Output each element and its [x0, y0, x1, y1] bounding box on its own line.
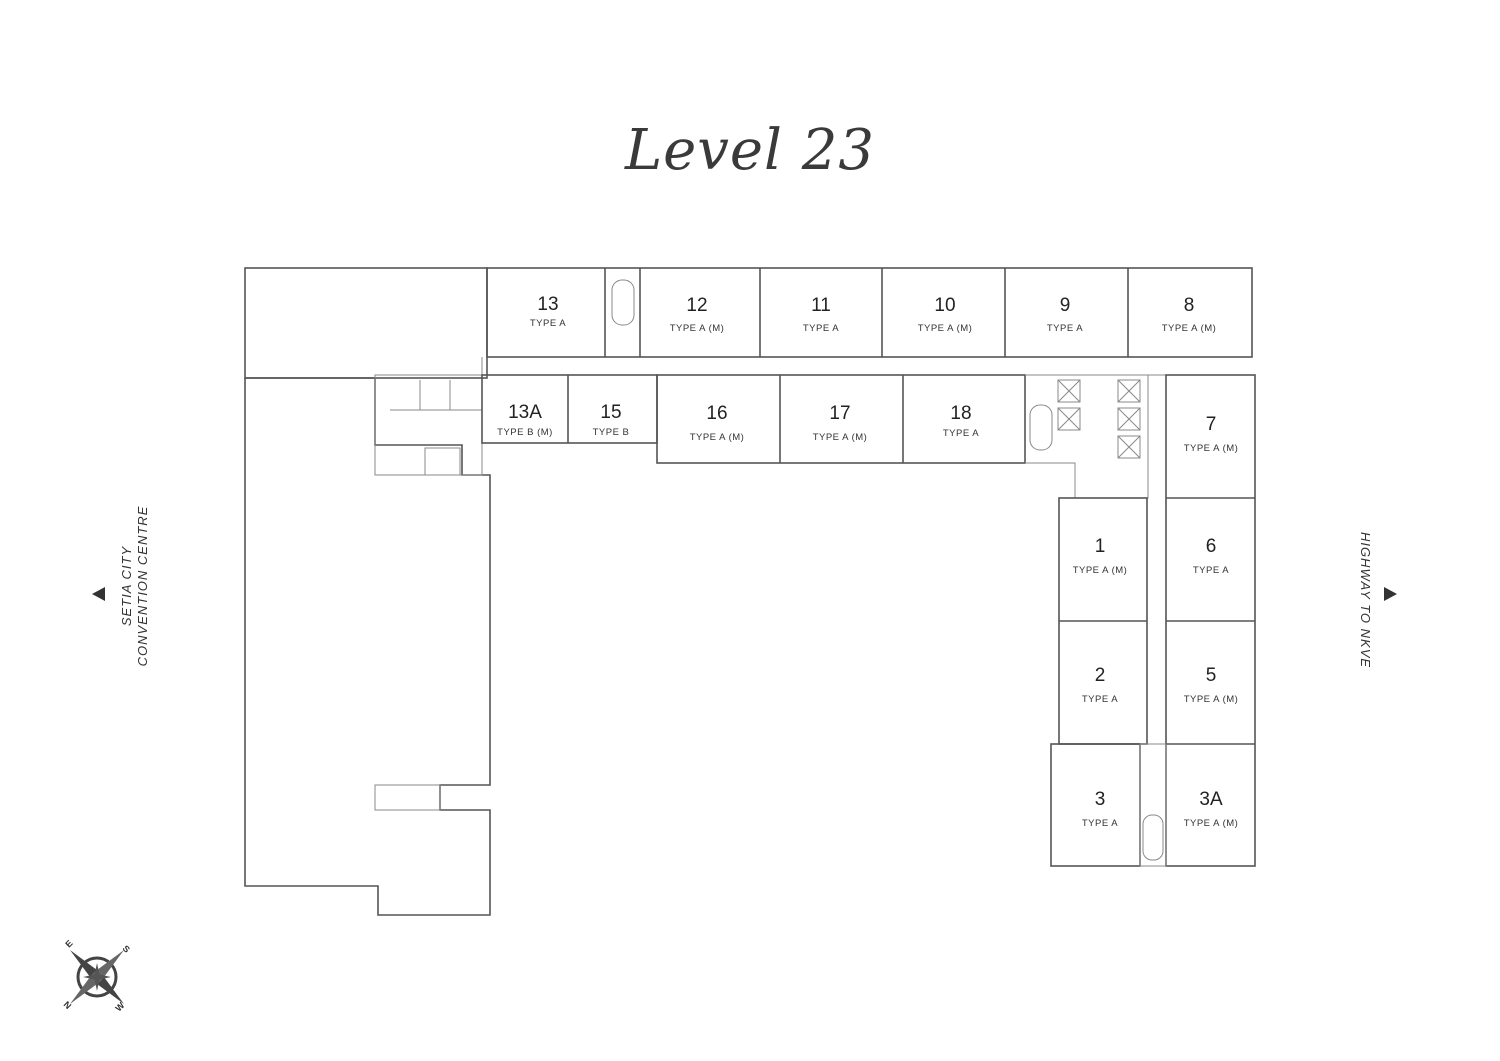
right-wing — [1050, 374, 1256, 867]
svg-text:W: W — [113, 1000, 126, 1013]
page-title: Level 23 — [624, 118, 876, 183]
svg-text:3A: 3A — [1199, 789, 1223, 810]
svg-text:TYPE A: TYPE A — [530, 318, 566, 329]
svg-text:9: 9 — [1060, 295, 1071, 316]
stair-icon — [424, 447, 461, 476]
svg-text:SETIA CITY: SETIA CITY — [119, 546, 134, 627]
svg-text:17: 17 — [829, 403, 850, 424]
svg-text:TYPE A (M): TYPE A (M) — [1184, 443, 1239, 454]
direction-right-label: HIGHWAY TO NKVE — [1358, 532, 1373, 668]
svg-text:TYPE A: TYPE A — [1082, 818, 1118, 829]
svg-text:HIGHWAY TO NKVE: HIGHWAY TO NKVE — [1358, 532, 1373, 668]
top-row — [486, 267, 1253, 358]
stair-icon — [1142, 814, 1164, 861]
svg-text:E: E — [63, 938, 74, 949]
svg-text:8: 8 — [1184, 295, 1195, 316]
svg-text:TYPE A (M): TYPE A (M) — [1184, 818, 1239, 829]
svg-text:1: 1 — [1095, 536, 1106, 557]
stair-icon — [1029, 404, 1053, 451]
arrow-right-icon — [1384, 587, 1397, 601]
svg-text:TYPE A: TYPE A — [943, 428, 979, 439]
svg-text:TYPE B (M): TYPE B (M) — [497, 427, 553, 438]
svg-text:TYPE A: TYPE A — [1082, 694, 1118, 705]
svg-text:12: 12 — [686, 295, 707, 316]
svg-text:5: 5 — [1206, 665, 1217, 686]
svg-text:10: 10 — [934, 295, 955, 316]
svg-text:TYPE A (M): TYPE A (M) — [690, 432, 745, 443]
svg-text:2: 2 — [1095, 665, 1106, 686]
direction-left-label: SETIA CITY CONVENTION CENTRE — [119, 506, 150, 667]
arrow-left-icon — [92, 587, 105, 601]
svg-text:3: 3 — [1095, 789, 1106, 810]
svg-text:TYPE A: TYPE A — [803, 323, 839, 334]
elevator-icon — [1057, 379, 1141, 459]
svg-text:11: 11 — [811, 295, 831, 316]
svg-text:TYPE B: TYPE B — [593, 427, 630, 438]
svg-text:CONVENTION CENTRE: CONVENTION CENTRE — [135, 506, 150, 667]
left-block — [244, 267, 491, 916]
svg-text:6: 6 — [1206, 536, 1217, 557]
svg-text:N: N — [62, 999, 74, 1011]
svg-text:TYPE A (M): TYPE A (M) — [813, 432, 868, 443]
svg-text:TYPE A (M): TYPE A (M) — [670, 323, 725, 334]
unit-13a[interactable]: 13A TYPE B (M) — [497, 402, 553, 438]
svg-text:16: 16 — [706, 403, 727, 424]
svg-text:TYPE A (M): TYPE A (M) — [918, 323, 973, 334]
svg-text:18: 18 — [950, 403, 971, 424]
stair-icon — [611, 279, 635, 326]
svg-text:TYPE A: TYPE A — [1047, 323, 1083, 334]
svg-text:TYPE A (M): TYPE A (M) — [1073, 565, 1128, 576]
svg-text:TYPE A: TYPE A — [1193, 565, 1229, 576]
svg-text:TYPE A (M): TYPE A (M) — [1184, 694, 1239, 705]
svg-text:7: 7 — [1206, 414, 1217, 435]
svg-text:TYPE A (M): TYPE A (M) — [1162, 323, 1217, 334]
svg-text:15: 15 — [600, 402, 621, 423]
svg-text:13A: 13A — [508, 402, 542, 423]
svg-text:S: S — [121, 943, 132, 954]
svg-text:13: 13 — [537, 294, 558, 315]
compass-rose-icon: E S N W — [62, 938, 132, 1013]
unit-3a[interactable]: 3A TYPE A (M) — [1184, 789, 1239, 829]
